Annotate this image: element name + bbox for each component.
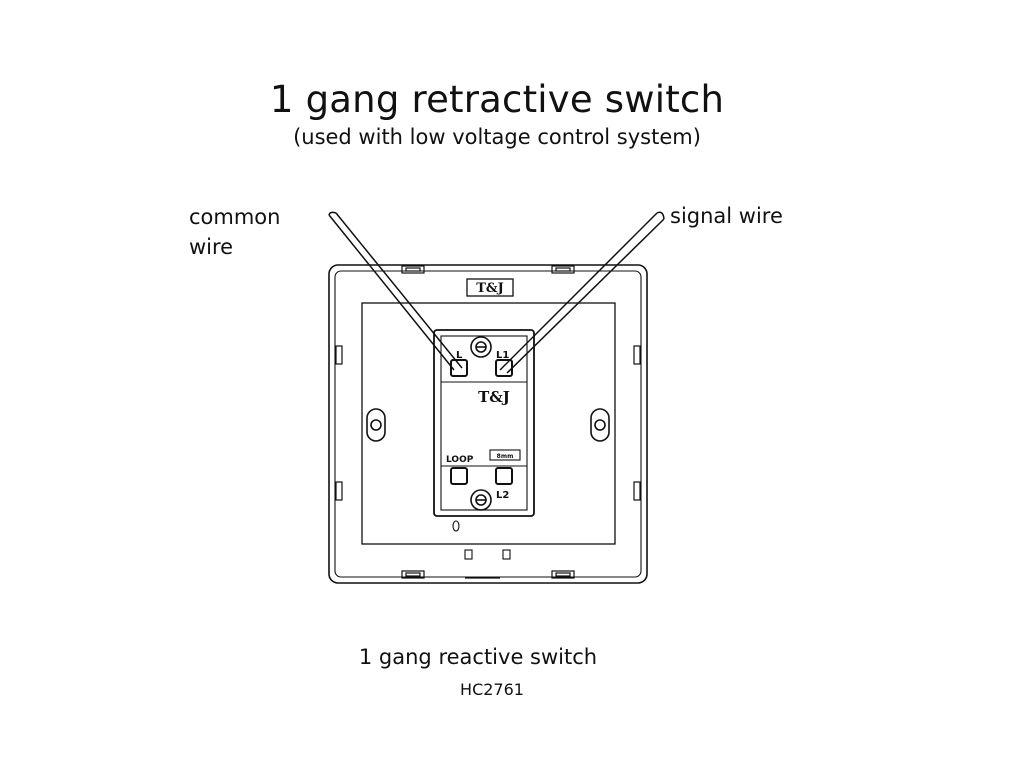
bottom-clips: [401, 570, 575, 579]
terminal-l-hole: [450, 359, 468, 377]
signal-wire: [499, 211, 665, 374]
switch-module: [433, 329, 535, 517]
brand-plate-text: T&J: [476, 281, 504, 296]
terminal-l1-label: L1: [496, 350, 509, 361]
right-mounting-hole: [590, 408, 610, 442]
terminal-loop-hole: [450, 467, 468, 485]
module-slot: [452, 520, 460, 532]
common-wire-label: common wire: [189, 202, 329, 262]
terminal-l1-hole: [495, 359, 513, 377]
caption: 1 gang reactive switch: [358, 645, 598, 669]
diagram-title: 1 gang retractive switch: [269, 78, 725, 121]
inner-frame-line: [334, 270, 642, 578]
top-clips: [401, 265, 575, 274]
common-wire: [328, 211, 463, 371]
module-brand-text: T&J: [478, 388, 510, 406]
diagram-subtitle: (used with low voltage control system): [293, 125, 701, 149]
model-number: HC2761: [460, 680, 524, 699]
mounting-plate: [361, 302, 616, 545]
left-mounting-hole: [366, 408, 386, 442]
brand-plate: [466, 278, 514, 297]
terminal-l2-label: L2: [496, 490, 509, 501]
common-wire-label-line1: common: [189, 205, 281, 229]
bottom-terminal-screw: [470, 489, 492, 511]
strip-gauge-label: 8mm: [497, 453, 514, 460]
terminal-l-label: L: [456, 350, 463, 361]
outer-frame: [328, 264, 648, 584]
side-clips: [335, 345, 641, 501]
signal-wire-label: signal wire: [670, 204, 783, 228]
strip-gauge: [489, 449, 521, 461]
common-wire-label-line2: wire: [189, 235, 234, 259]
terminal-loop-label: LOOP: [446, 455, 474, 465]
terminal-l2-hole: [495, 467, 513, 485]
top-terminal-screw: [470, 336, 492, 358]
